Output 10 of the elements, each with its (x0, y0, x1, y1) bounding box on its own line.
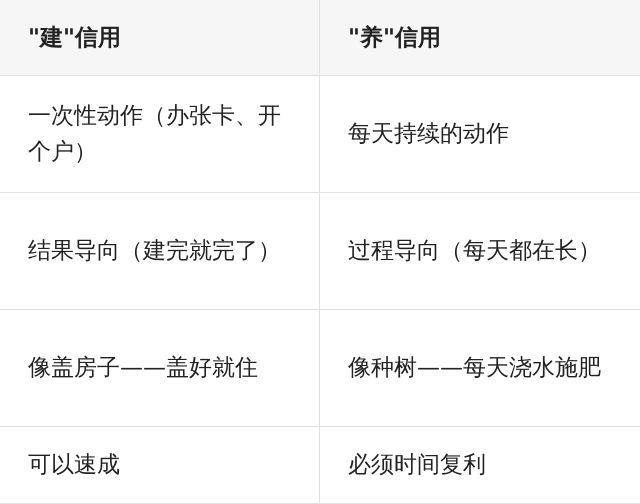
table-cell: 像种树——每天浇水施肥 (320, 310, 640, 427)
table-cell: 像盖房子——盖好就住 (0, 310, 320, 427)
table-cell: 结果导向（建完就完了） (0, 193, 320, 310)
table-cell: 可以速成 (0, 427, 320, 504)
table-cell: 过程导向（每天都在长） (320, 193, 640, 310)
column-header: "养"信用 (320, 0, 640, 76)
table-cell: 每天持续的动作 (320, 76, 640, 193)
table-cell: 一次性动作（办张卡、开个户） (0, 76, 320, 193)
table-cell: 必须时间复利 (320, 427, 640, 504)
column-header: "建"信用 (0, 0, 320, 76)
